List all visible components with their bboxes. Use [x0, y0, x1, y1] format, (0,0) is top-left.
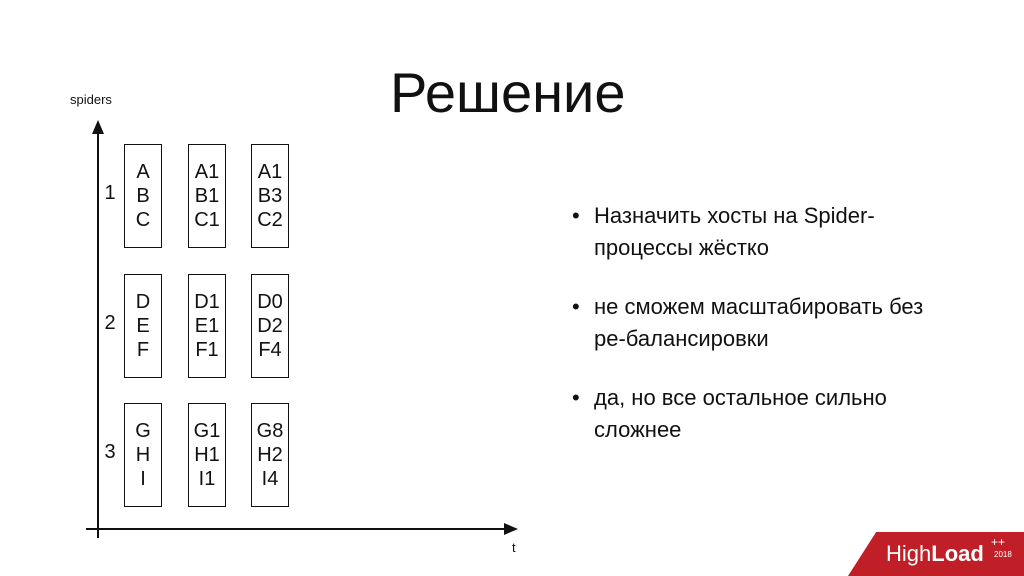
box-line: I: [140, 468, 146, 490]
bullet-list: Назначить хосты на Spider-процессы жёстк…: [572, 200, 952, 473]
shard-box: D E F: [124, 274, 162, 378]
box-line: G8: [256, 420, 284, 442]
box-line: E1: [194, 315, 220, 337]
shard-box: G H I: [124, 403, 162, 507]
box-line: D: [135, 291, 151, 313]
box-line: D1: [194, 291, 220, 313]
shard-box: A1 B1 C1: [188, 144, 226, 248]
box-line: H2: [257, 444, 283, 466]
box-line: A1: [257, 161, 283, 183]
row-number-3: 3: [104, 441, 116, 463]
box-line: D2: [257, 315, 283, 337]
y-axis-arrow: [92, 120, 104, 134]
x-axis-label: t: [512, 540, 516, 555]
box-line: C: [135, 209, 151, 231]
x-axis-arrow: [504, 523, 518, 535]
box-line: F: [136, 339, 150, 361]
box-line: C2: [257, 209, 283, 231]
logo-superscript: ++: [991, 535, 1006, 549]
box-line: C1: [194, 209, 220, 231]
box-line: I1: [198, 468, 216, 490]
box-line: B1: [194, 185, 220, 207]
shard-box: A1 B3 C2: [251, 144, 289, 248]
shard-box: G8 H2 I4: [251, 403, 289, 507]
box-line: G: [135, 420, 151, 442]
box-line: F4: [258, 339, 282, 361]
shard-box: A B C: [124, 144, 162, 248]
box-line: E: [136, 315, 150, 337]
box-line: F1: [195, 339, 219, 361]
row-number-2: 2: [104, 312, 116, 334]
box-line: H1: [194, 444, 220, 466]
logo-year: 2018: [994, 550, 1012, 559]
logo-text-main: High: [886, 541, 932, 566]
y-axis-label: spiders: [70, 92, 112, 107]
bullet-item: Назначить хосты на Spider-процессы жёстк…: [572, 200, 952, 264]
row-number-1: 1: [104, 182, 116, 204]
box-line: H: [135, 444, 151, 466]
shard-box: G1 H1 I1: [188, 403, 226, 507]
box-line: G1: [193, 420, 221, 442]
box-line: B3: [257, 185, 283, 207]
bullet-item: да, но все остальное сильно сложнее: [572, 382, 952, 446]
logo-text-bold: Load: [931, 541, 984, 566]
highload-logo: HighLoad ++ 2018: [848, 532, 1024, 576]
slide-title: Решение: [390, 61, 626, 124]
box-line: I4: [261, 468, 279, 490]
box-line: A: [136, 161, 150, 183]
bullet-item: не сможем масштабировать без ре-балансир…: [572, 291, 952, 355]
logo-wordmark: HighLoad: [886, 540, 984, 568]
box-line: D0: [257, 291, 283, 313]
shard-box: D1 E1 F1: [188, 274, 226, 378]
shard-box: D0 D2 F4: [251, 274, 289, 378]
box-line: A1: [194, 161, 220, 183]
box-line: B: [136, 185, 150, 207]
